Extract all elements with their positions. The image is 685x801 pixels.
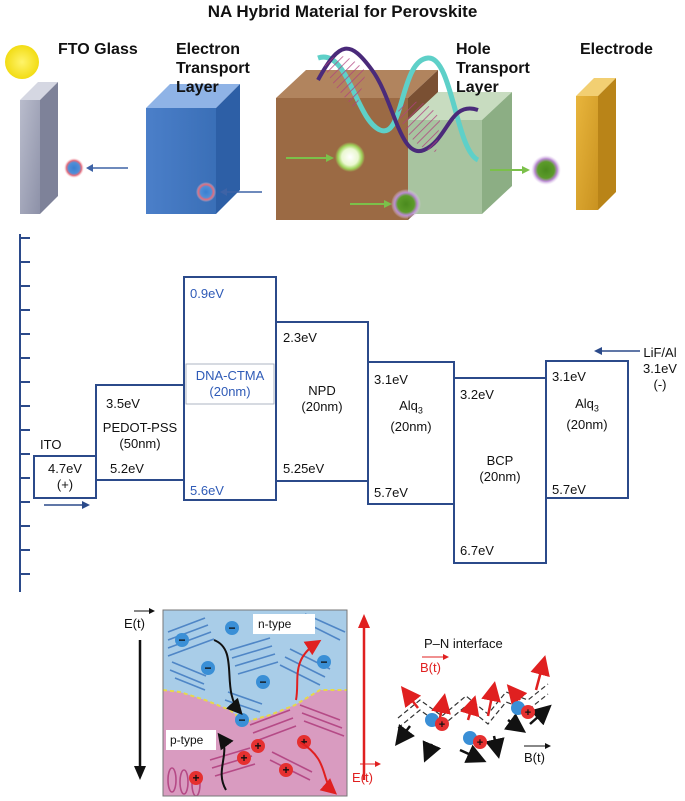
minus-sign: − [228,621,235,635]
alq1-material: Alq3 [368,398,454,419]
pedot-bottom-level: 5.2eV [110,461,144,476]
et-label: E(t) [124,616,145,631]
bt-label-black: B(t) [524,750,545,765]
bcp-material: BCP [486,453,514,468]
alq1-bottom-level: 5.7eV [374,485,408,500]
electrode-label: Electrode [580,41,653,58]
ito-name: ITO [40,437,62,452]
etl-label: Electron Transport Layer [176,40,250,97]
negative-charges [175,621,331,727]
ito-level: 4.7eV [48,461,82,476]
exciton-particle [335,142,365,172]
dna-thickness: (20nm) [209,384,251,399]
dna-top-level: 0.9eV [190,286,224,301]
plus-sign: + [477,737,483,749]
electron-particle [196,182,216,202]
alq2-subscript: 3 [593,403,599,414]
bcp-bottom-level: 6.7eV [460,543,494,558]
hole-particle [391,189,421,219]
alq1-name: Alq3 (20nm) [368,398,454,435]
dna-material: DNA-CTMA [195,368,265,383]
alq1-top-level: 3.1eV [374,372,408,387]
lif-material: LiF/Al [643,345,677,360]
alq1-subscript: 3 [417,405,423,416]
htl-label-line: Layer [456,79,499,96]
minus-sign: − [204,661,211,675]
plus-sign: + [192,771,199,785]
dna-helix-icon [316,46,480,163]
interface-dashed-line [397,683,549,719]
pedot-thickness: (50nm) [119,436,161,451]
npd-material: NPD [308,383,336,398]
device-illustration [5,45,616,220]
htl-label-line: Transport [456,60,530,77]
pedot-name: PEDOT-PSS (50nm) [96,420,184,452]
npd-name: NPD (20nm) [276,383,368,415]
etl-label-line: Layer [176,79,219,96]
page-title: NA Hybrid Material for Perovskite [207,2,478,21]
lif-label: LiF/Al 3.1eV (-) [636,345,684,393]
alq2-name: Alq3 (20nm) [546,396,628,433]
npd-top-level: 2.3eV [283,330,317,345]
et-up-arrow-icon [358,614,370,628]
plus-sign: + [300,735,307,749]
plus-sign: + [240,751,247,765]
minus-sign: − [238,713,245,727]
charge-pairs [425,701,535,749]
et-down-arrow-icon [134,766,146,780]
pedot-top-level: 3.5eV [106,396,140,411]
bt-label-red: B(t) [420,660,441,675]
plus-sign: + [282,763,289,777]
bcp-top-level: 3.2eV [460,387,494,402]
sun-icon [5,45,39,79]
ntype-label: n-type [258,617,292,631]
dna-name: DNA-CTMA (20nm) [186,368,274,400]
etl-label-line: Transport [176,60,250,77]
minus-sign: − [178,633,185,647]
pedot-material: PEDOT-PSS [102,420,178,435]
bcp-name: BCP (20nm) [454,453,546,485]
positive-charges [189,735,311,785]
alq1-material-text: Alq [399,398,418,413]
alq2-thickness: (20nm) [566,416,608,432]
fto-glass-slab [20,82,58,214]
minus-sign: − [259,675,266,689]
plus-sign: + [439,719,445,731]
alq1-thickness: (20nm) [390,418,432,434]
hole-particle [531,155,561,185]
minus-sign: − [320,655,327,669]
alq2-bottom-level: 5.7eV [552,482,586,497]
lif-level: 3.1eV [643,361,677,376]
plus-sign: + [254,739,261,753]
alq2-material: Alq3 [546,396,628,417]
electrode-slab [576,78,616,210]
lif-arrow-icon [594,347,602,355]
electron-particle [64,158,84,178]
htl-label: Hole Transport Layer [456,40,530,97]
alq2-top-level: 3.1eV [552,369,586,384]
ito-values: 4.7eV (+) [34,461,96,493]
npd-bottom-level: 5.25eV [283,461,325,476]
fto-glass-label: FTO Glass [58,41,138,58]
ptype-label: p-type [170,733,204,747]
etl-label-line: Electron [176,41,241,58]
ito-sign: (+) [56,477,74,492]
htl-label-line: Hole [456,41,491,58]
npd-thickness: (20nm) [301,399,343,414]
ito-arrow-icon [82,501,90,509]
et-label-red: E(t) [352,770,373,785]
energy-axis-ticks [20,237,30,575]
lif-sign: (-) [653,377,667,392]
bcp-thickness: (20nm) [479,469,521,484]
alq2-material-text: Alq [575,396,594,411]
dna-bottom-level: 5.6eV [190,483,224,498]
pn-interface-label: P–N interface [424,636,503,651]
plus-sign: + [525,707,531,719]
